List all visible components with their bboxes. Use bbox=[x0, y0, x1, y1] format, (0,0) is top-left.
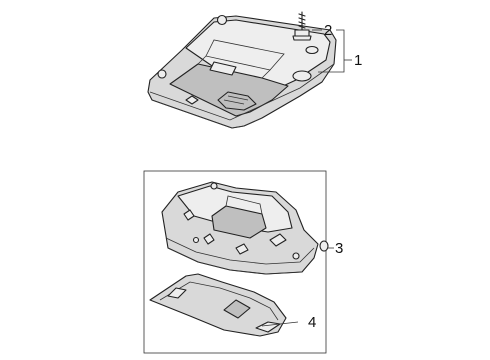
callout-4-leader bbox=[261, 321, 299, 327]
screw-part bbox=[292, 11, 312, 41]
callout-3: 3 bbox=[335, 240, 343, 257]
assembly-frame bbox=[143, 170, 327, 354]
lens-cover-part bbox=[149, 273, 287, 337]
console-housing-part bbox=[147, 14, 337, 129]
callout-4: 4 bbox=[308, 314, 316, 331]
callout-1: 1 bbox=[354, 52, 362, 69]
upper-leader-lines bbox=[312, 29, 352, 73]
console-assembly-part bbox=[161, 181, 329, 275]
callout-2: 2 bbox=[324, 22, 332, 39]
